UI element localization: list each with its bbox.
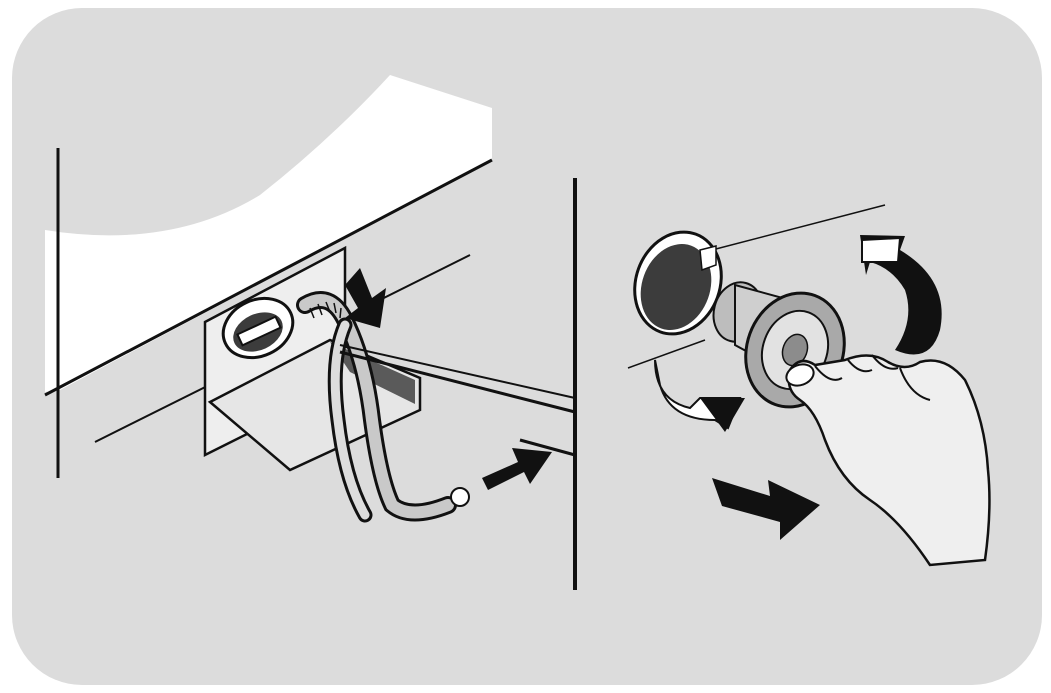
cap-icon bbox=[451, 488, 469, 506]
rotate-arrow-tail bbox=[862, 238, 900, 262]
illustration-panel bbox=[12, 8, 1042, 685]
filter-cover-notch bbox=[700, 246, 716, 270]
